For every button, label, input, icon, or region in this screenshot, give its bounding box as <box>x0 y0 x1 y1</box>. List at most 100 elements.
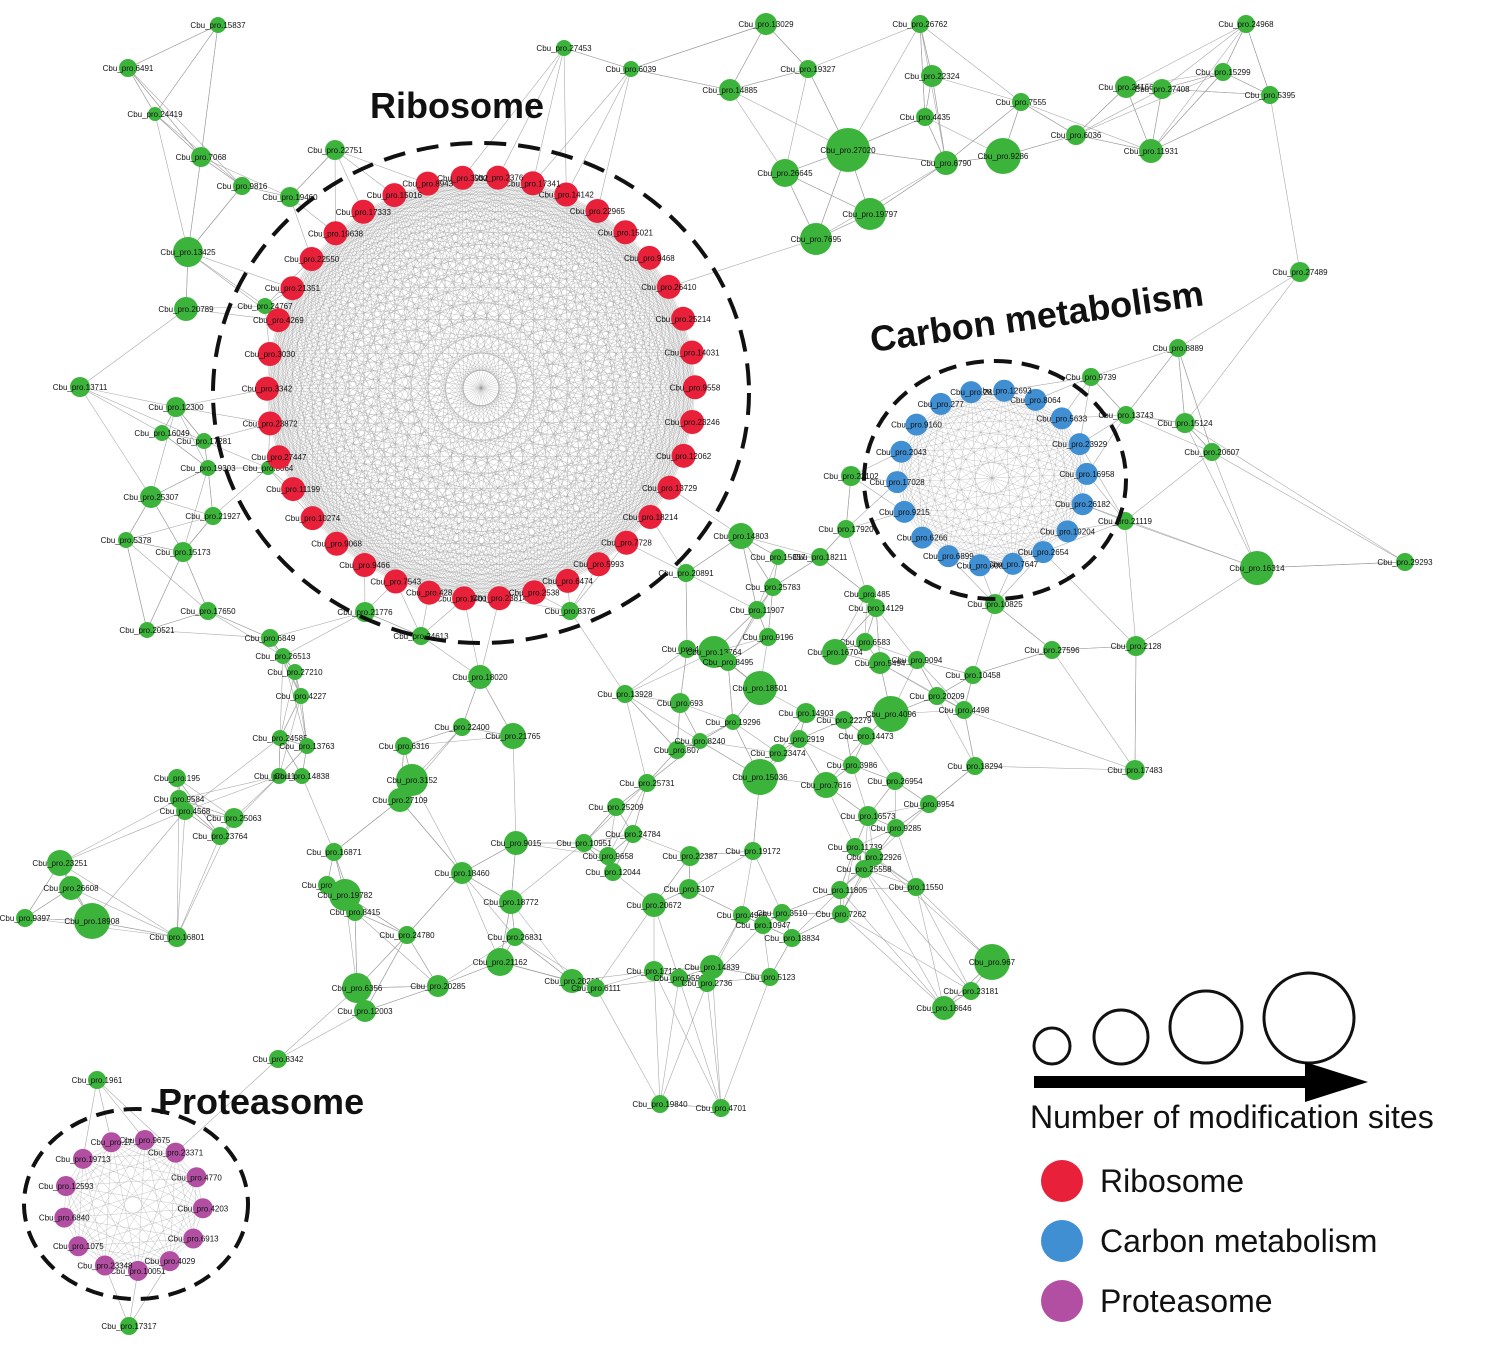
protein-node[interactable]: Cbu_pro.20209 <box>909 687 965 705</box>
ribosome-node[interactable]: Cbu_pro.3932 <box>437 165 488 190</box>
ribosome-node[interactable]: Cbu_pro.15016 <box>367 183 423 208</box>
protein-node[interactable]: Cbu_pro.26954 <box>867 772 923 790</box>
proteasome-node[interactable]: Cbu_pro.6840 <box>39 1207 90 1228</box>
protein-node[interactable]: Cbu_pro.9094 <box>892 651 943 669</box>
ribosome-node[interactable]: Cbu_pro.9466 <box>339 553 390 578</box>
protein-node[interactable]: Cbu_pro.10951 <box>556 834 612 852</box>
protein-node[interactable]: Cbu_pro.20672 <box>626 893 682 917</box>
protein-node[interactable]: Cbu_pro.8376 <box>545 602 596 620</box>
ribosome-node[interactable]: Cbu_pro.11199 <box>266 477 321 502</box>
protein-node[interactable]: Cbu_pro.11931 <box>1124 139 1179 163</box>
protein-node[interactable]: Cbu_pro.8954 <box>904 795 955 813</box>
protein-node[interactable]: Cbu_pro.4965 <box>717 906 768 924</box>
protein-node[interactable]: Cbu_pro.507 <box>654 741 701 759</box>
protein-node[interactable]: Cbu_pro.25731 <box>619 774 675 792</box>
protein-node[interactable]: Cbu_pro.15036 <box>732 759 788 795</box>
protein-node[interactable]: Cbu_pro.18294 <box>947 757 1003 775</box>
protein-node[interactable]: Cbu_pro.25209 <box>588 798 644 816</box>
carbon-node[interactable]: Cbu_pro.608 <box>957 554 1004 577</box>
carbon-node[interactable]: Cbu_pro.17028 <box>870 471 926 494</box>
protein-node[interactable]: Cbu_pro.3986 <box>827 756 878 774</box>
carbon-node[interactable]: Cbu_pro.8064 <box>1010 388 1062 411</box>
protein-node[interactable]: Cbu_pro.8415 <box>330 903 381 921</box>
ribosome-node[interactable]: Cbu_pro.22550 <box>284 246 340 271</box>
protein-node[interactable]: Cbu_pro.14885 <box>702 79 758 101</box>
protein-node[interactable]: Cbu_pro.8495 <box>703 653 754 671</box>
protein-node[interactable]: Cbu_pro.16801 <box>149 927 205 947</box>
ribosome-node[interactable]: Cbu_pro.9468 <box>624 245 675 270</box>
protein-node[interactable]: Cbu_pro.4498 <box>939 701 990 719</box>
protein-node[interactable]: Cbu_pro.24613 <box>393 627 449 645</box>
protein-node[interactable]: Cbu_pro.22751 <box>307 140 363 160</box>
protein-node[interactable]: Cbu_pro.24780 <box>379 926 435 944</box>
protein-node[interactable]: Cbu_pro.967 <box>969 944 1016 980</box>
protein-node[interactable]: Cbu_pro.7616 <box>801 772 852 798</box>
ribosome-node[interactable]: Cbu_pro.10274 <box>285 506 341 531</box>
carbon-node[interactable]: Cbu_pro.26182 <box>1055 493 1111 516</box>
protein-node[interactable]: Cbu_pro.18646 <box>916 996 972 1020</box>
ribosome-node[interactable]: Cbu_pro.9068 <box>311 531 363 556</box>
protein-node[interactable]: Cbu_pro.27453 <box>536 40 592 56</box>
protein-node[interactable]: Cbu_pro.2736 <box>682 974 733 992</box>
protein-node[interactable]: Cbu_pro.12003 <box>337 1000 393 1022</box>
protein-node[interactable]: Cbu_pro.4960 <box>662 640 713 658</box>
protein-node[interactable]: Cbu_pro.25063 <box>206 808 262 828</box>
protein-node[interactable]: Cbu_pro.19327 <box>780 60 836 78</box>
ribosome-node[interactable]: Cbu_pro.23246 <box>665 410 721 435</box>
protein-node[interactable]: Cbu_pro.9015 <box>491 831 542 855</box>
protein-node[interactable]: Cbu_pro.8342 <box>253 1050 304 1068</box>
protein-node[interactable]: Cbu_pro.18834 <box>764 929 820 947</box>
protein-node[interactable]: Cbu_pro.19296 <box>705 714 761 730</box>
protein-node[interactable]: Cbu_pro.195 <box>154 769 201 787</box>
protein-node[interactable]: Cbu_pro.24585 <box>252 730 308 746</box>
ribosome-node[interactable]: Cbu_pro.428 <box>406 580 453 605</box>
ribosome-node[interactable]: Cbu_pro.3342 <box>242 376 293 401</box>
protein-node[interactable]: Cbu_pro.485 <box>844 585 891 603</box>
protein-node[interactable]: Cbu_pro.22400 <box>434 718 490 736</box>
ribosome-node[interactable]: Cbu_pro.4269 <box>253 308 304 333</box>
protein-node[interactable]: Cbu_pro.7695 <box>791 223 842 255</box>
ribosome-node[interactable]: Cbu_pro.23814 <box>472 586 528 611</box>
ribosome-node[interactable]: Cbu_pro.8943 <box>402 171 454 196</box>
ribosome-node[interactable]: Cbu_pro.3030 <box>244 341 296 366</box>
proteasome-node[interactable]: Cbu_pro.9675 <box>120 1129 171 1150</box>
ribosome-node[interactable]: Cbu_pro.23872 <box>242 411 298 436</box>
protein-node[interactable]: Cbu_pro.20891 <box>658 564 714 582</box>
proteasome-node[interactable]: Cbu_pro.4770 <box>171 1167 222 1188</box>
ribosome-node[interactable]: Cbu_pro.6474 <box>542 568 594 593</box>
protein-node[interactable]: Cbu_pro.8240 <box>675 733 726 749</box>
protein-node[interactable]: Cbu_pro.24767 <box>237 298 293 314</box>
ribosome-node[interactable]: Cbu_pro.2538 <box>509 580 560 605</box>
protein-node[interactable]: Cbu_pro.18020 <box>452 665 508 689</box>
protein-node[interactable]: Cbu_pro.27210 <box>267 664 323 680</box>
proteasome-node[interactable]: Cbu_pro.23371 <box>148 1142 204 1163</box>
carbon-node[interactable]: Cbu_pro.28 <box>950 381 993 404</box>
protein-node[interactable]: Cbu_pro.14903 <box>778 703 834 723</box>
ribosome-node[interactable]: Cbu_pro.19638 <box>308 221 364 246</box>
protein-node[interactable]: Cbu_pro.2919 <box>774 730 825 748</box>
protein-node[interactable]: Cbu_pro.27489 <box>1272 262 1328 282</box>
ribosome-node[interactable]: Cbu_pro.21351 <box>265 276 321 301</box>
protein-node[interactable]: Cbu_pro.20285 <box>410 975 466 997</box>
protein-node[interactable]: Cbu_pro.6583 <box>840 633 891 651</box>
protein-node[interactable]: Cbu_pro.4096 <box>866 696 917 732</box>
protein-node[interactable]: Cbu_pro.19172 <box>725 842 781 860</box>
protein-node[interactable]: Cbu_pro.26762 <box>892 15 948 33</box>
protein-node[interactable]: Cbu_pro.14838 <box>274 768 330 784</box>
protein-node[interactable]: Cbu_pro.17130 <box>626 961 682 981</box>
proteasome-node[interactable]: Cbu_pro.17 <box>91 1132 133 1153</box>
carbon-node[interactable]: Cbu_pro.6266 <box>897 526 948 549</box>
protein-node[interactable]: Cbu_pro.26831 <box>487 928 543 946</box>
protein-node[interactable]: Cbu_pro.11805 <box>813 881 868 899</box>
protein-node[interactable]: Cbu_pro.15357 <box>750 549 806 565</box>
proteasome-node[interactable]: Cbu_pro.19713 <box>55 1148 111 1169</box>
proteasome-node[interactable]: Cbu_pro.4029 <box>144 1251 196 1272</box>
protein-node[interactable]: Cbu_pro.11550 <box>889 878 944 896</box>
proteasome-node[interactable]: Cbu_pro.1075 <box>53 1236 104 1257</box>
protein-node[interactable]: Cbu_pro.23764 <box>192 827 248 845</box>
protein-node[interactable]: Cbu_pro.6356 <box>332 973 383 1003</box>
protein-node[interactable]: Cbu_pro.16049 <box>134 425 190 441</box>
protein-node[interactable]: Cbu_pro.11907 <box>730 601 785 619</box>
carbon-node[interactable]: Cbu_pro.7647 <box>987 552 1039 575</box>
protein-node[interactable]: Cbu_pro.19797 <box>842 198 898 230</box>
